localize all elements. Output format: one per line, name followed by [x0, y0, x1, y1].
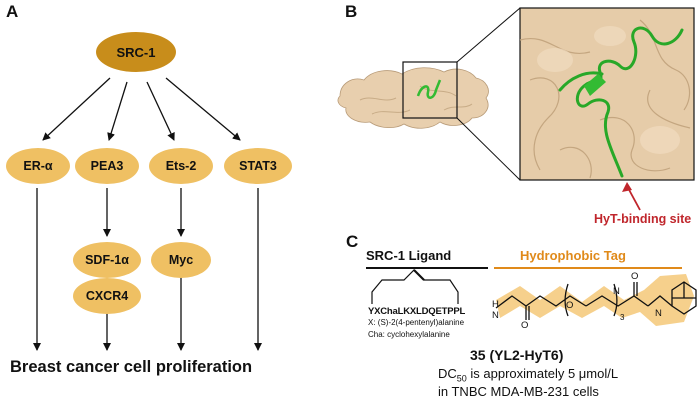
panel-label-b: B [345, 2, 358, 21]
arrow-root-stat3 [165, 77, 241, 141]
node-ets2: Ets-2 [149, 148, 213, 184]
node-cxcr4: CXCR4 [73, 278, 141, 314]
node-myc: Myc [151, 242, 211, 278]
cell-line: in TNBC MDA-MB-231 cells [438, 384, 599, 399]
arrow-root-er [42, 77, 111, 141]
dc50-prefix: DC [438, 366, 457, 381]
ligand-header: SRC-1 Ligand [366, 248, 452, 263]
peptide-sequence: YXChaLKXLDQETPPL [368, 306, 466, 317]
dc50-rest: is approximately 5 μmol/L [466, 366, 619, 381]
callout-label: HyT-binding site [594, 212, 692, 226]
note-x: X: (S)-2(4-pentenyl)alanine [368, 318, 465, 327]
node-src1: SRC-1 [96, 32, 176, 72]
staple-bridge [371, 269, 459, 304]
atom-n-3: N [655, 308, 662, 319]
tag-header: Hydrophobic Tag [520, 248, 626, 263]
helix-zoom [575, 26, 684, 178]
atom-h-1: H [492, 299, 499, 310]
node-stat3: STAT3 [224, 148, 292, 184]
compound-name: 35 (YL2-HyT6) [470, 347, 564, 363]
dc50-sub: 50 [456, 373, 467, 384]
dc50-line: DC50 is approximately 5 μmol/L [438, 366, 618, 384]
arrow-root-ets2 [146, 81, 175, 141]
atom-o-3: O [631, 271, 639, 282]
atom-n-2: N [613, 286, 620, 297]
repeat-subscript: 3 [620, 313, 625, 322]
panel-label-a: A [6, 2, 19, 21]
helix-overview [416, 79, 442, 99]
panel-label-c: C [346, 232, 359, 251]
atom-o-2: O [566, 300, 574, 311]
node-pea3: PEA3 [75, 148, 139, 184]
note-cha: Cha: cyclohexylalanine [368, 330, 450, 339]
pathway-outcome: Breast cancer cell proliferation [10, 358, 253, 376]
zoom-box [402, 61, 458, 119]
node-er-alpha: ER-α [6, 148, 70, 184]
arrow-root-pea3 [107, 81, 128, 141]
atom-o-1: O [521, 320, 529, 331]
node-sdf1a: SDF-1α [73, 242, 141, 278]
atom-n-1: N [492, 310, 499, 321]
